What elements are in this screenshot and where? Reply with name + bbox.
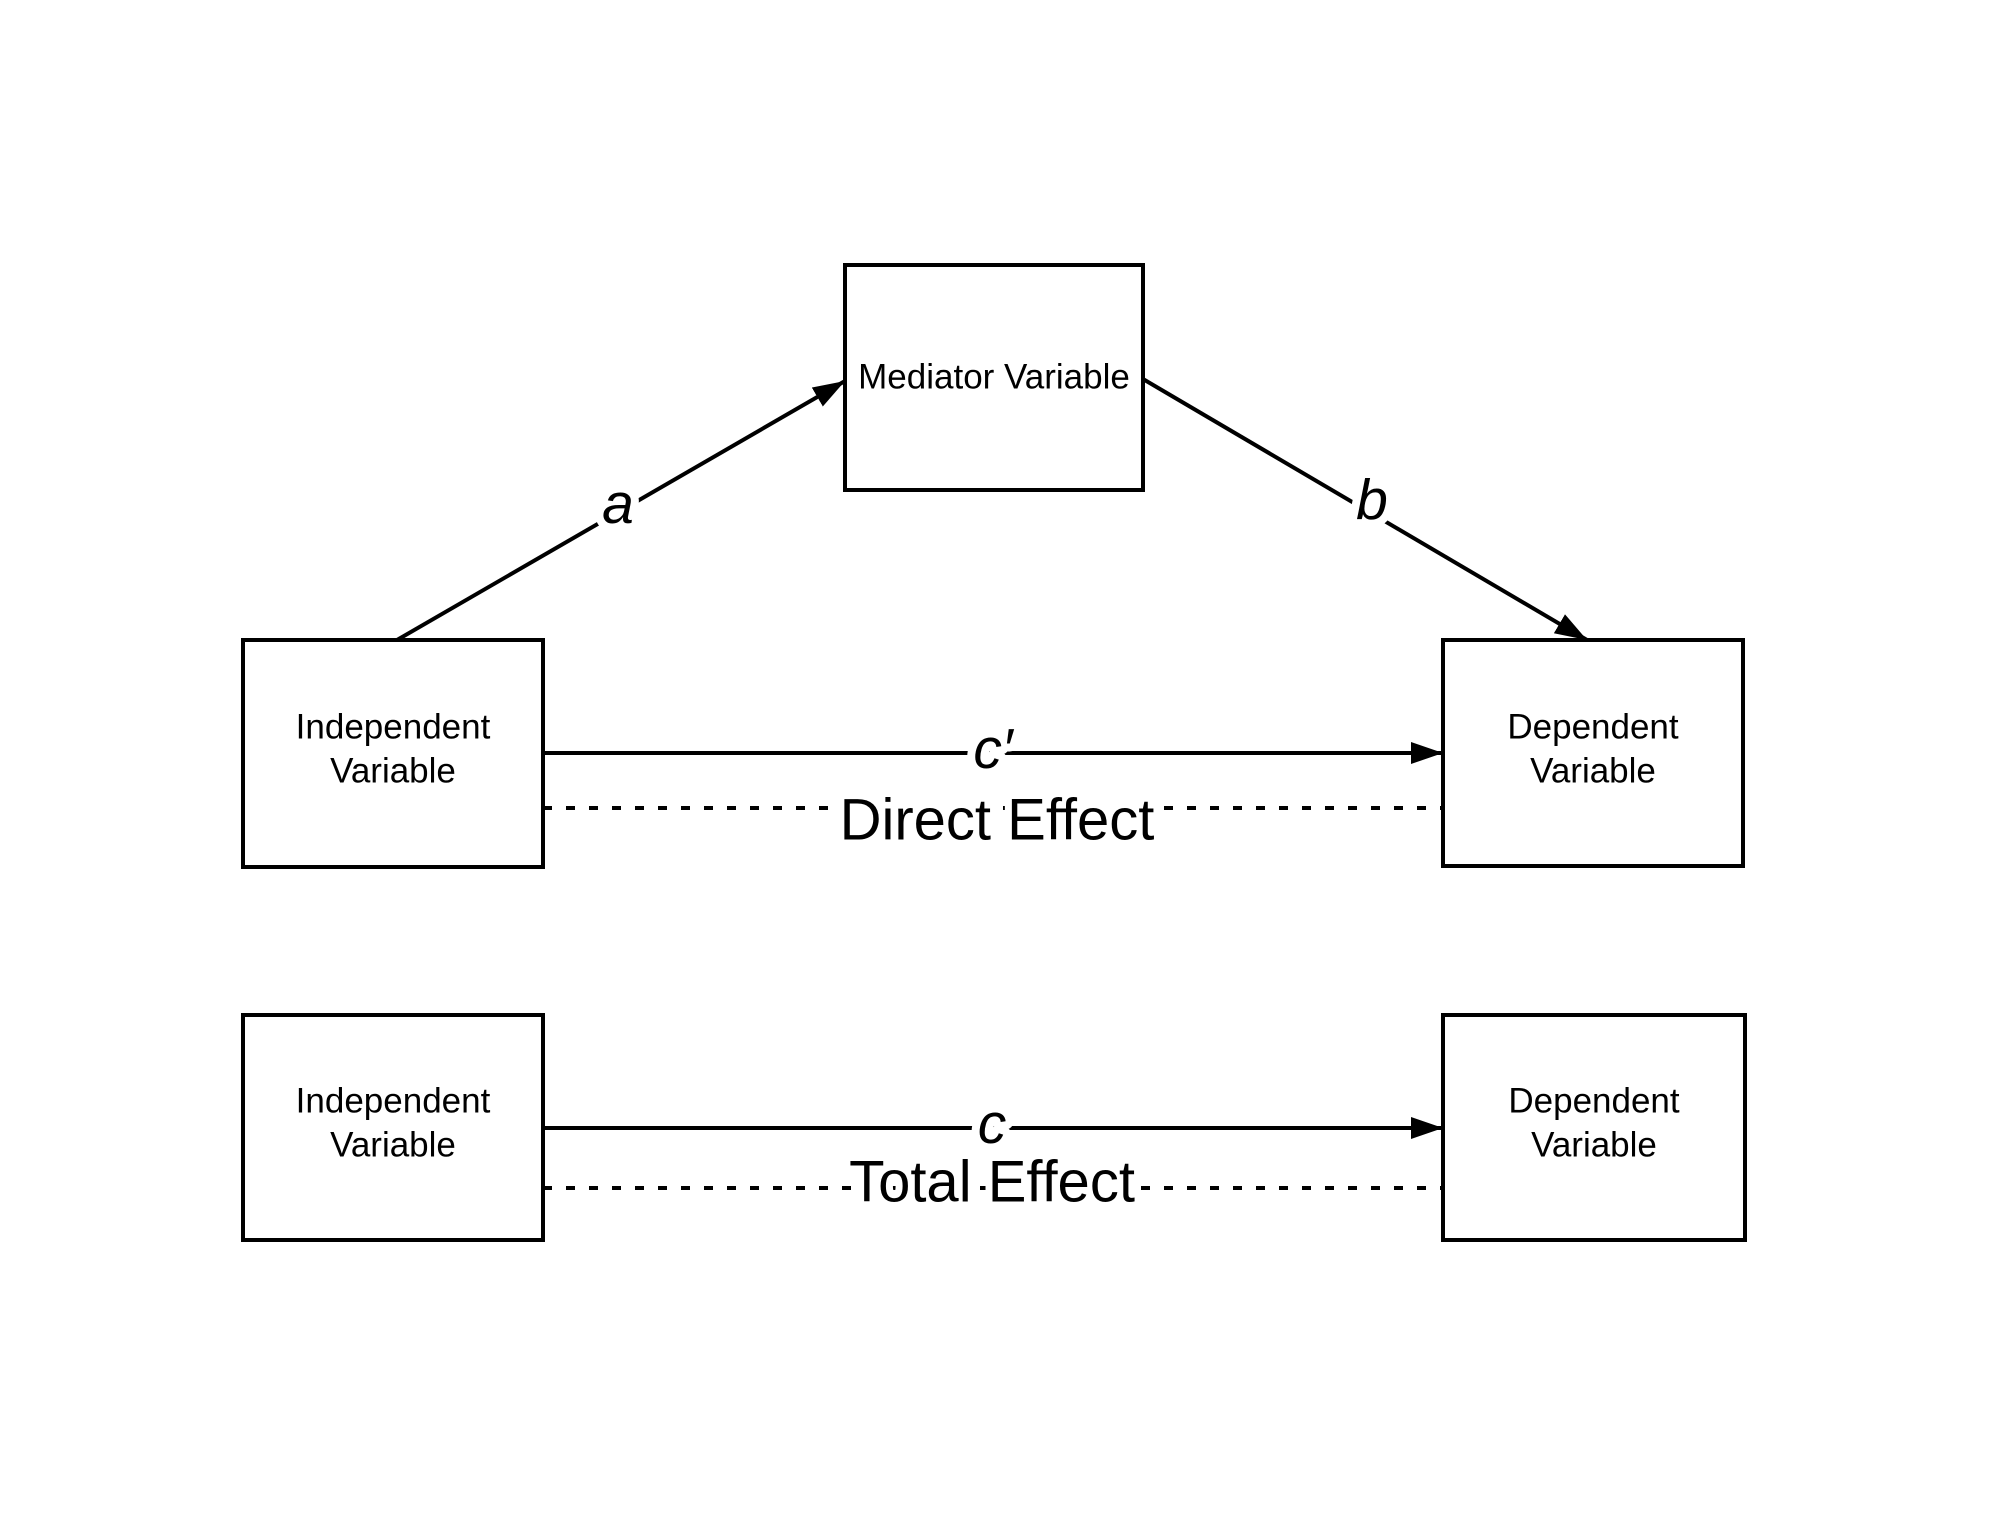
path-b-label: b xyxy=(1356,468,1388,532)
mediator-variable-label: Mediator Variable xyxy=(858,358,1130,397)
independent-variable-label-top-line2: Variable xyxy=(330,752,456,791)
mediator-variable-box xyxy=(843,263,1145,492)
dependent-variable-label-bottom-line1: Dependent xyxy=(1508,1082,1680,1121)
independent-variable-label-top-line1: Independent xyxy=(296,708,491,747)
independent-variable-label-bottom-line2: Variable xyxy=(330,1126,456,1165)
dependent-variable-box-bottom xyxy=(1441,1013,1747,1242)
independent-variable-box-top xyxy=(241,638,545,869)
path-a-arrow xyxy=(395,379,847,642)
dependent-variable-box-top xyxy=(1441,638,1745,868)
independent-variable-label-bottom-line1: Independent xyxy=(296,1082,491,1121)
dependent-variable-label-top-line2: Variable xyxy=(1530,752,1656,791)
dependent-variable-label-bottom-line2: Variable xyxy=(1531,1126,1657,1165)
total-effect-label: Total Effect xyxy=(849,1150,1135,1215)
direct-effect-label: Direct Effect xyxy=(840,788,1155,853)
path-b-arrow xyxy=(1141,377,1589,642)
independent-variable-box-bottom xyxy=(241,1013,545,1242)
path-a-label: a xyxy=(602,472,634,536)
dependent-variable-label-top-line1: Dependent xyxy=(1507,708,1679,747)
path-c-prime-label: c′ xyxy=(973,717,1015,781)
path-c-label: c xyxy=(978,1092,1007,1156)
